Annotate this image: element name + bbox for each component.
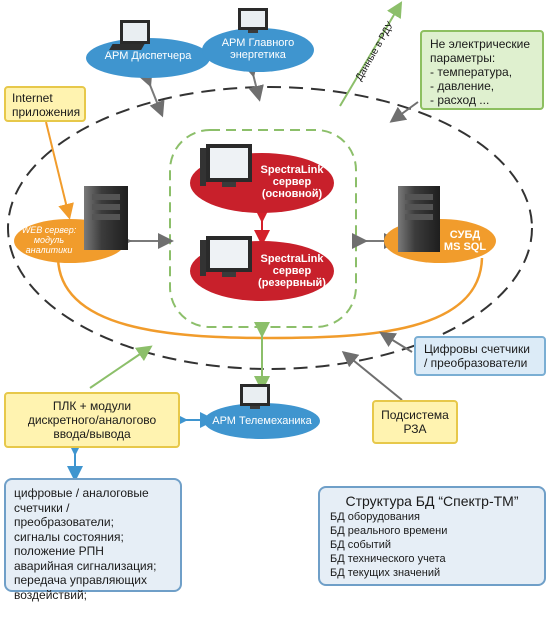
spectralink-reserve-label: SpectraLink сервер (резервный): [258, 253, 326, 289]
db-structure-item: БД оборудования: [330, 511, 420, 523]
db-structure-item: БД технического учета: [330, 553, 446, 565]
network-ellipse: [7, 86, 533, 370]
arm-energetic-label: АРМ Главного энергетика: [221, 37, 295, 61]
energetic-link: [242, 60, 264, 102]
digital-meters-box: Цифровы счетчики / преобразователи: [414, 336, 546, 376]
db-structure-item: БД текущих значений: [330, 567, 441, 579]
internet-apps-box: Internet приложения: [4, 86, 86, 122]
rza-box: Подсистема РЗА: [372, 400, 458, 444]
plc-ellipse-link: [89, 345, 153, 389]
dispatcher-link: [137, 69, 165, 118]
computer-icon-telemechanics: [240, 384, 270, 409]
computer-icon-dispatcher: [109, 20, 150, 50]
server-tower-icon-dbms: [398, 186, 440, 252]
non-electric-link: [389, 101, 419, 123]
plc-box: ПЛК + модули дискретного/аналогово ввода…: [4, 392, 180, 448]
rdu-arrow: [339, 1, 403, 107]
meters-link: [379, 331, 413, 353]
db-structure-title: Структура БД “Спектр-ТМ”: [345, 493, 519, 509]
dbms-label: СУБД MS SQL: [443, 229, 487, 253]
spectralink-main-label: SpectraLink сервер (основной): [260, 164, 324, 200]
computer-icon-energetic: [238, 8, 268, 33]
computer-icon-main: [200, 144, 252, 187]
non-electric-box: Не электрические параметры: - температур…: [420, 30, 544, 110]
server-tower-icon-web: [84, 186, 128, 250]
web-server-label: WEB сервер: модуль аналитики: [21, 225, 77, 255]
db-structure-item: БД реального времени: [330, 525, 448, 537]
orange-loop: [56, 257, 484, 340]
internet-web-link: [45, 121, 74, 220]
signals-list-box: цифровые / аналоговые счетчики / преобра…: [4, 478, 182, 602]
arm-telemechanics-label: АРМ Телемеханика: [212, 415, 312, 427]
arm-dispatcher-label: АРМ Диспетчера: [104, 50, 192, 62]
db-structure-item: БД событий: [330, 539, 391, 551]
arm-telemechanics-node: [204, 403, 320, 439]
computer-icon-reserve: [200, 236, 252, 277]
arm-energetic-node: [202, 28, 314, 72]
db-structure-box: Структура БД “Спектр-ТМ” БД оборудования…: [318, 486, 546, 586]
rza-link: [341, 350, 403, 401]
